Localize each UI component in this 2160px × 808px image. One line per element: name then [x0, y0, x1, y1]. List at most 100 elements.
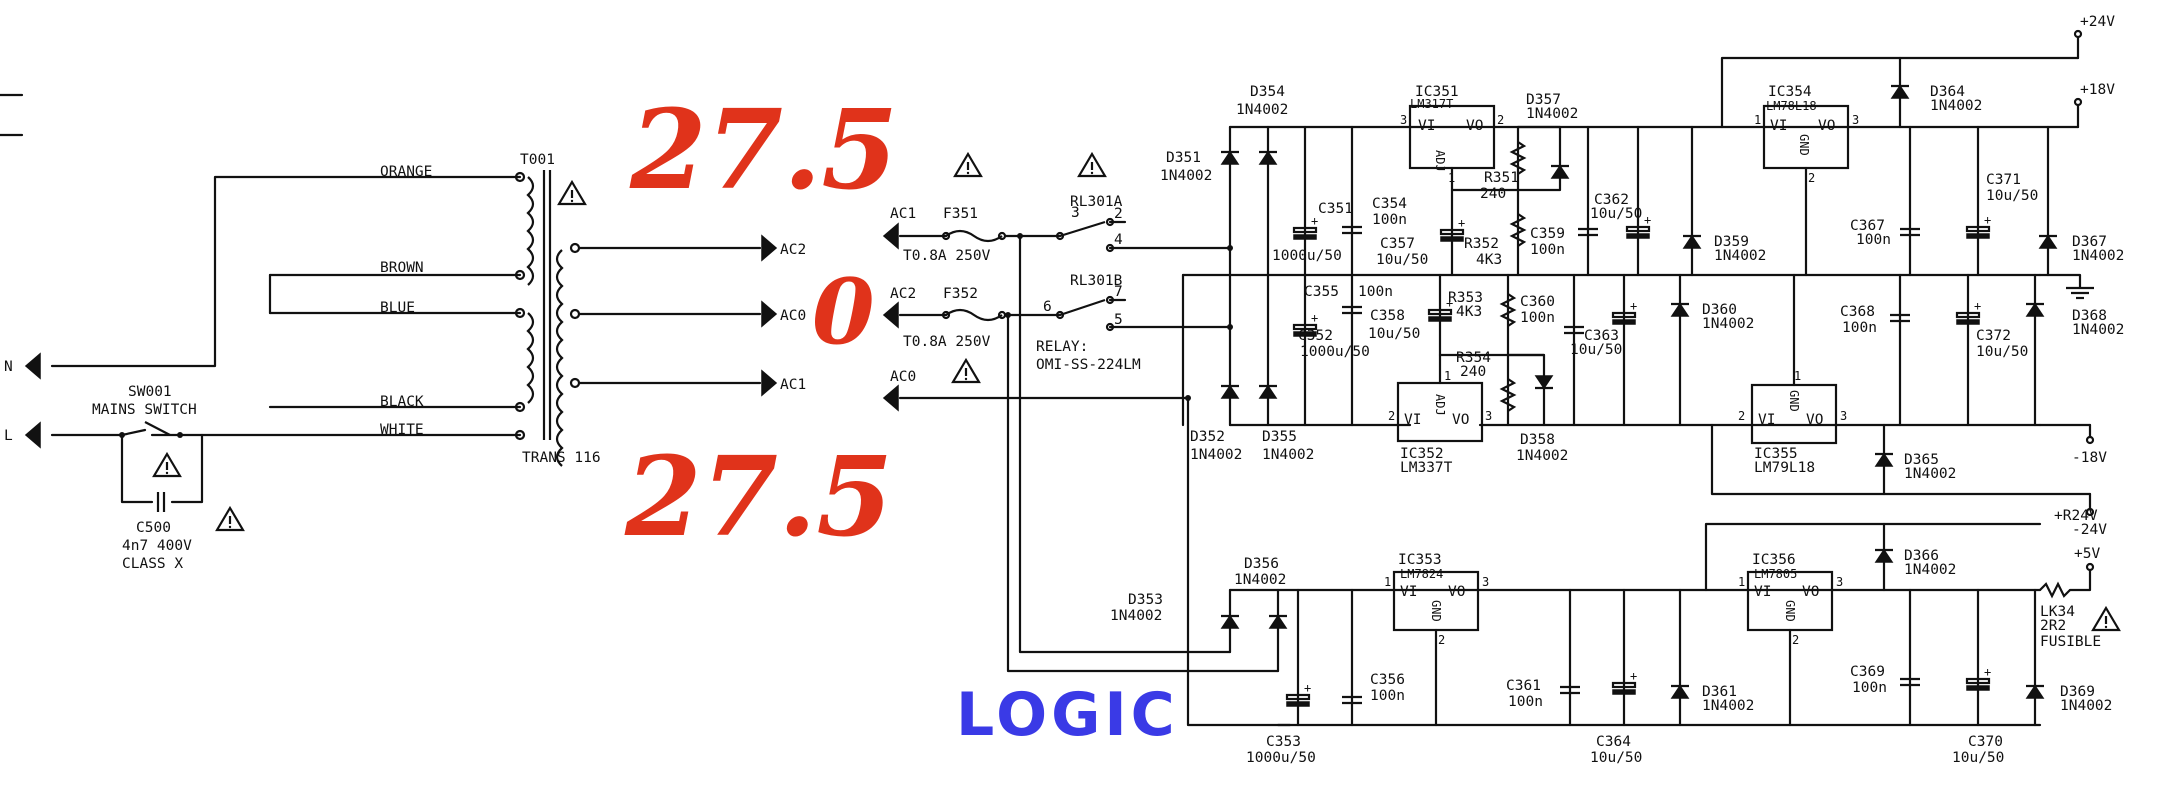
c356-val: 100n [1370, 688, 1405, 704]
relay-pin-5: 5 [1114, 312, 1123, 328]
c500-ref: C500 [136, 520, 171, 536]
warning-icon [557, 180, 587, 206]
in-ac1: AC1 [890, 206, 916, 222]
c351-val: 1000u/50 [1272, 248, 1342, 264]
ic351-pin1: 3 [1400, 113, 1407, 127]
transformer-coil-icon [526, 170, 564, 467]
c358-ref: C358 [1370, 308, 1405, 324]
capacitor-icon [1965, 211, 1993, 240]
warning-icon [1077, 152, 1107, 178]
ic352-vi: VI [1404, 412, 1421, 428]
switch-ref: SW001 [128, 384, 172, 400]
ic352-pin2: 2 [1388, 409, 1395, 423]
ic353-ref: IC353 [1398, 552, 1442, 568]
rail-m24: -24V [2072, 522, 2107, 538]
d358-ref: D358 [1520, 432, 1555, 448]
diode-icon [2037, 234, 2059, 250]
c370-val: 10u/50 [1986, 188, 2038, 204]
relay-pin-2: 2 [1114, 206, 1123, 222]
r353-ref: R353 [1448, 290, 1483, 306]
d365-ref: D365 [1904, 452, 1939, 468]
in-ac2: AC2 [890, 286, 916, 302]
ic355-vi: VI [1758, 412, 1775, 428]
ic351-vo: VO [1466, 118, 1483, 134]
c351-ref: C351 [1318, 201, 1353, 217]
d360-ref: D360 [1702, 302, 1737, 318]
c361-val: 100n [1508, 694, 1543, 710]
ic355-gnd: GND [1787, 390, 1801, 412]
ic353-vi: VI [1400, 584, 1417, 600]
ground-icon [2038, 273, 2094, 300]
f351-ref: F351 [943, 206, 978, 222]
ac0-input-icon [883, 385, 899, 411]
c363-val: 10u/50 [1570, 342, 1622, 358]
d361-val: 1N4002 [1702, 698, 1754, 714]
relay-pin-7: 7 [1114, 284, 1123, 300]
c370-ref: C371 [1986, 172, 2021, 188]
c354-ref: C354 [1372, 196, 1407, 212]
d355-val: 1N4002 [1262, 447, 1314, 463]
diode-icon [1889, 84, 1911, 100]
ic354-part: LM78L18 [1766, 99, 1817, 113]
warning-icon [2091, 606, 2121, 632]
d360-val: 1N4002 [1702, 316, 1754, 332]
lk34-note: FUSIBLE [2040, 634, 2101, 650]
ic355-part: LM79L18 [1754, 460, 1815, 476]
ic354-pin1: 1 [1754, 113, 1761, 127]
ic355-pin3: 3 [1840, 409, 1847, 423]
diode-icon [1533, 374, 1555, 390]
ic351-part: LM317T [1410, 97, 1453, 111]
c364-ref: C364 [1596, 734, 1631, 750]
c355-ref: C355 [1304, 284, 1339, 300]
ic354-ref: IC354 [1768, 84, 1812, 100]
c357-val: 10u/50 [1376, 252, 1428, 268]
ic355-pin2: 2 [1738, 409, 1745, 423]
mains-switch-icon[interactable] [144, 421, 171, 436]
transformer-ref: T001 [520, 152, 555, 168]
c354-val: 100n [1372, 212, 1407, 228]
in-ac0: AC0 [890, 369, 916, 385]
ic356-pin1: 1 [1738, 575, 1745, 589]
capacitor-icon [1611, 297, 1639, 326]
ic352-adj: ADJ [1433, 394, 1447, 416]
diode-icon [1219, 384, 1241, 400]
out-ac2: AC2 [780, 242, 806, 258]
relay-pin-6: 6 [1043, 299, 1052, 315]
wire-black: BLACK [380, 394, 424, 410]
c362-ref: C362 [1594, 192, 1629, 208]
relay-pin-4: 4 [1114, 232, 1123, 248]
capacitor-icon [1439, 214, 1467, 243]
d357-val: 1N4002 [1526, 106, 1578, 122]
fuse-icon [945, 229, 1003, 243]
d357-ref: D357 [1526, 92, 1561, 108]
r353-val: 4K3 [1456, 304, 1482, 320]
voltage-annotation-top: 27.5 [629, 85, 898, 214]
ic354-gnd: GND [1797, 134, 1811, 156]
ic356-vo: VO [1802, 584, 1819, 600]
c353-val: 1000u/50 [1246, 750, 1316, 766]
ac0-terminal-icon [761, 301, 777, 327]
rail-p18: +18V [2080, 82, 2115, 98]
c368-ref: C368 [1840, 304, 1875, 320]
c359-val: 100n [1530, 242, 1565, 258]
d356-val: 1N4002 [1234, 572, 1286, 588]
d358-val: 1N4002 [1516, 448, 1568, 464]
input-section: AC1 AC2 AC0 F351 T0.8A 250V F352 T0.8A 2… [883, 152, 1292, 750]
d356-ref: D356 [1244, 556, 1279, 572]
diode-icon [1219, 150, 1241, 166]
diode-icon [1669, 684, 1691, 700]
ic351-ref: IC351 [1415, 84, 1459, 100]
c367-val: 100n [1856, 232, 1891, 248]
wire-blue: BLUE [380, 300, 415, 316]
ic354-vi: VI [1770, 118, 1787, 134]
diode-icon [1681, 234, 1703, 250]
n-label: N [4, 359, 13, 375]
fusible-link-icon [2039, 581, 2071, 599]
d354-ref: D354 [1250, 84, 1285, 100]
c369-ref: C369 [1850, 664, 1885, 680]
ic355-ref: IC355 [1754, 446, 1798, 462]
c353-ref: C353 [1266, 734, 1301, 750]
diode-icon [1257, 150, 1279, 166]
d351-ref: D351 [1166, 150, 1201, 166]
